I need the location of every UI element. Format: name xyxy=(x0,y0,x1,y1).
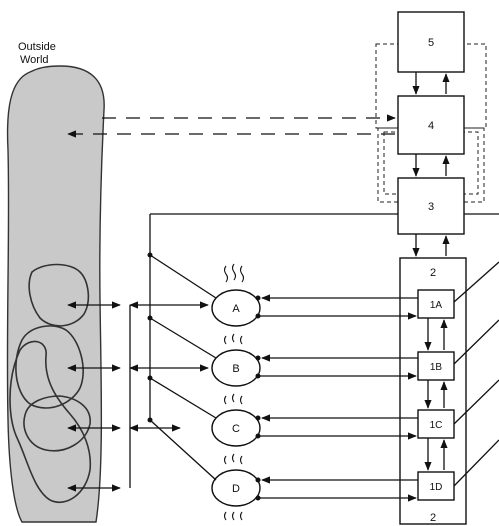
neuron-box-links xyxy=(260,294,418,502)
outside-world-label-line2: World xyxy=(20,54,49,66)
outside-world xyxy=(6,65,105,523)
neuron-a: A xyxy=(211,289,261,327)
neuron-b: B xyxy=(211,349,261,387)
box-1c xyxy=(417,409,455,439)
box-3 xyxy=(397,177,465,235)
outside-world-label-line1: Outside xyxy=(18,41,56,53)
box-4 xyxy=(397,95,465,155)
box-1b xyxy=(417,351,455,381)
box-1a-label: 1A xyxy=(430,300,443,311)
box-4-label: 4 xyxy=(428,120,434,132)
neuron-d: D xyxy=(211,469,261,507)
box-1c-label: 1C xyxy=(430,420,443,431)
neuron-c-label: C xyxy=(232,423,240,435)
box-5 xyxy=(397,11,465,73)
box-1a xyxy=(417,289,455,319)
sub-box-arrows xyxy=(424,318,448,471)
neuron-squiggles xyxy=(223,263,245,521)
box-5-label: 5 xyxy=(428,37,434,49)
neuron-d-label: D xyxy=(232,483,240,495)
neuron-a-label: A xyxy=(232,303,240,315)
neuron-c: C xyxy=(211,409,261,447)
world-neuron-links xyxy=(67,301,209,492)
right-side-lines xyxy=(453,213,499,487)
box-1d xyxy=(417,471,455,501)
neuron-b-label: B xyxy=(232,363,239,375)
box-2-top-label: 2 xyxy=(430,267,436,279)
junction-dots xyxy=(147,252,261,501)
box-1d-label: 1D xyxy=(430,482,443,493)
box-3-label: 3 xyxy=(428,201,434,213)
box-1b-label: 1B xyxy=(430,362,443,373)
box-2-bottom-label: 2 xyxy=(430,512,436,524)
bus-to-neuron-lines xyxy=(149,254,217,481)
